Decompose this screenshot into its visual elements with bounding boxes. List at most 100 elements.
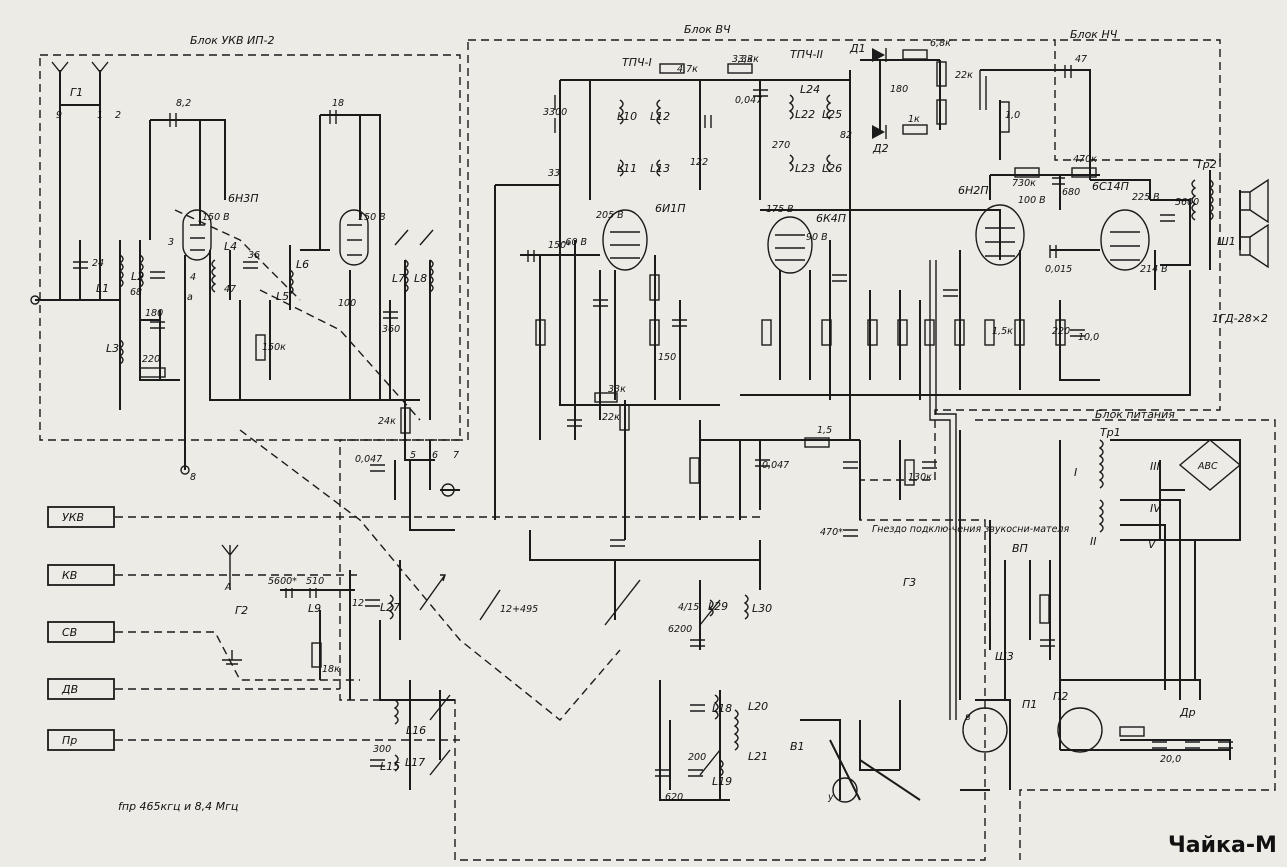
component-value: 220 [142, 354, 160, 365]
coil-label: L5 [276, 290, 289, 303]
resistor [689, 457, 700, 484]
coil [788, 94, 794, 120]
coil [826, 94, 832, 120]
component-value: 18к [322, 664, 340, 675]
vhf-gang-2 [174, 209, 301, 301]
transformer-label: Тр1 [1100, 426, 1121, 439]
coil [211, 259, 217, 293]
band-button[interactable] [47, 564, 115, 586]
capacitor [169, 113, 177, 127]
band-button[interactable] [47, 621, 115, 643]
wire [959, 430, 1011, 791]
coil [288, 269, 294, 295]
voltage-value: 150 В [358, 212, 386, 223]
coil-label: L21 [748, 750, 768, 763]
component-value: 24 [92, 258, 104, 269]
wire [700, 439, 901, 520]
wiring [35, 59, 1241, 801]
coil-label: L27 [380, 601, 400, 614]
sockets [30, 295, 1103, 803]
component-value: 8,2 [176, 98, 191, 109]
transformer-label: ТПЧ-I [622, 56, 652, 69]
resistor [727, 63, 753, 74]
wire [989, 174, 1100, 210]
component-value: 150* [548, 240, 571, 251]
capacitor [329, 110, 337, 124]
resistor [867, 319, 878, 346]
component-value: 620 [665, 792, 683, 803]
capacitor [1218, 741, 1233, 749]
coil-label: L13 [650, 162, 670, 175]
wire [149, 119, 226, 240]
coil [403, 259, 409, 293]
coil-label: L19 [712, 775, 732, 788]
resistor [139, 367, 166, 378]
tube-6n3p-b [339, 209, 369, 266]
wire [55, 240, 121, 410]
antennas [51, 61, 242, 665]
component-value: 47 [1075, 54, 1087, 65]
capacitor [1185, 741, 1200, 749]
wire [1059, 440, 1230, 751]
coil [428, 259, 434, 293]
band-label: КВ [62, 569, 77, 582]
component-value: 0,047 [735, 95, 762, 106]
resistor [255, 334, 266, 361]
voltage-value: 150 В [202, 212, 230, 223]
coil [718, 759, 724, 777]
coil [138, 254, 144, 288]
terminal [180, 465, 190, 475]
variable-capacitor [479, 589, 501, 621]
resistor [1014, 167, 1040, 178]
speakers [1239, 178, 1269, 269]
pin-mark: у [827, 792, 834, 803]
socket-label: Г2 [235, 604, 248, 617]
if-note: fпр 465кгц и 8,4 Мгц [118, 800, 238, 813]
coil-label: L1 [96, 282, 109, 295]
antenna-am [221, 544, 239, 590]
component-value: 0,047 [762, 460, 789, 471]
wire [349, 260, 431, 420]
component-value: 12 [352, 598, 364, 609]
component-value: 1к [908, 114, 920, 125]
variable-capacitor [699, 749, 721, 776]
wire [829, 739, 921, 801]
pin-mark: А [224, 582, 232, 593]
ground [222, 650, 242, 665]
coil [788, 154, 794, 172]
antenna-vhf [51, 61, 109, 74]
sv-lead [115, 631, 360, 681]
wire [690, 79, 851, 200]
component-value: 130к [908, 472, 932, 483]
coil [743, 594, 749, 620]
coil [618, 99, 624, 125]
lf-block-title: Блок НЧ [1070, 28, 1118, 41]
capacitor [309, 588, 317, 598]
component-value: 1,5к [992, 326, 1013, 337]
variable-capacitor [604, 579, 641, 626]
component-value: 18 [332, 98, 344, 109]
voltage-value: 175 В [766, 204, 794, 215]
component-value: 12+495 [500, 604, 538, 615]
band-button[interactable] [47, 506, 115, 528]
capacitor [285, 588, 293, 598]
component-value: 4,7к [677, 64, 698, 75]
component-value: 100 [338, 298, 356, 309]
tube-label: 6С14П [1092, 180, 1129, 193]
coil [826, 154, 832, 172]
component-value: 5600* [268, 576, 297, 587]
diode-label: Д1 [849, 42, 866, 55]
component-value: 150к [262, 342, 286, 353]
component-value: 36 [248, 250, 260, 261]
wire [229, 250, 271, 400]
capacitor [1160, 214, 1175, 222]
wire [1110, 439, 1241, 541]
band-button[interactable] [47, 678, 115, 700]
variable-capacitor [394, 229, 434, 246]
wire [1150, 199, 1191, 290]
coils [118, 94, 1214, 777]
coil [618, 159, 624, 177]
band-button[interactable] [47, 729, 115, 751]
coil [713, 694, 719, 720]
